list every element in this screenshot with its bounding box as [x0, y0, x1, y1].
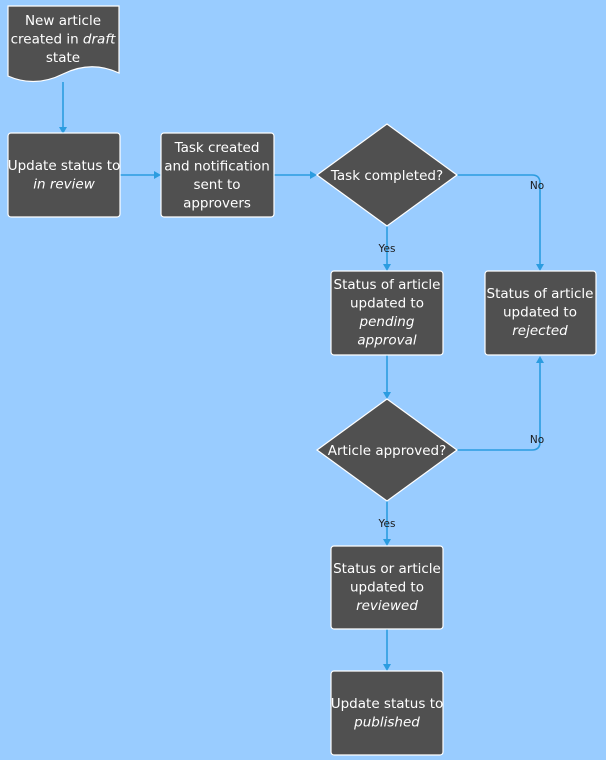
connectors — [59, 82, 544, 671]
node-label-line: state — [46, 50, 80, 66]
node-label-line: draft — [83, 32, 116, 48]
node-label-line: Update status to — [331, 696, 444, 712]
node-label-line: and notification — [164, 159, 270, 175]
node-label-line: Article approved? — [328, 443, 447, 459]
connector-task-completed-no — [457, 174, 541, 265]
node-label-line: updated to — [350, 580, 424, 596]
node-in-review-text: Update status to in review — [8, 158, 121, 193]
arrowhead — [383, 664, 391, 671]
arrowhead — [536, 356, 544, 363]
node-label-line: Task created — [174, 140, 260, 156]
node-pending-approval-text: Status of article updated to pending approv… — [334, 277, 441, 349]
arrowhead — [154, 171, 161, 179]
arrowhead — [383, 539, 391, 546]
node-label-line: reviewed — [356, 598, 418, 614]
arrowhead — [383, 392, 391, 399]
decision-task-completed: Task completed? — [315, 123, 459, 227]
decision-article-approved: Article approved? — [315, 398, 459, 502]
edge-label-approved-yes: Yes — [378, 518, 396, 530]
node-label-line: Task completed? — [330, 168, 443, 184]
edge-label-task-no: No — [530, 180, 544, 192]
arrowhead — [310, 171, 317, 179]
node-label-line: rejected — [512, 323, 568, 339]
node-rejected: Status of article updated to rejected — [484, 270, 597, 356]
node-label-line: created in — [11, 32, 83, 48]
arrowhead — [536, 264, 544, 271]
node-label-line: pending — [359, 314, 415, 330]
node-reviewed-text: Status or article updated to reviewed — [333, 561, 441, 614]
node-label-line: Update status to — [8, 158, 121, 174]
node-task-created-text: Task created and notification sent to appro… — [164, 140, 270, 212]
node-in-review: Update status to in review — [7, 132, 121, 218]
decision-task-completed-text: Task completed? — [330, 168, 443, 184]
node-label-line: approval — [357, 333, 416, 349]
node-label-line: updated to — [503, 305, 577, 321]
node-label-line: updated to — [350, 296, 424, 312]
node-pending-approval: Status of article updated to pending approv… — [330, 270, 444, 356]
node-published-text: Update status to published — [331, 696, 444, 731]
node-published: Update status to published — [330, 670, 444, 756]
node-label-line: Status of article — [334, 277, 441, 293]
node-label-line: published — [353, 715, 420, 731]
node-label-line: Status of article — [487, 286, 594, 302]
node-label-line: sent to — [193, 177, 240, 193]
node-task-created: Task created and notification sent to appro… — [160, 132, 275, 218]
node-rejected-text: Status of article updated to rejected — [487, 286, 594, 339]
edge-label-approved-no: No — [530, 434, 544, 446]
node-reviewed: Status or article updated to reviewed — [330, 545, 444, 630]
arrowhead — [383, 264, 391, 271]
node-label-line: Status or article — [333, 561, 441, 577]
arrowhead — [59, 127, 67, 134]
edge-label-task-yes: Yes — [378, 243, 396, 255]
node-label-line: New article — [25, 13, 101, 29]
connector-approved-no — [457, 362, 541, 451]
decision-article-approved-text: Article approved? — [328, 443, 447, 459]
node-label-line: in review — [33, 177, 95, 193]
node-label-line: approvers — [183, 196, 251, 212]
